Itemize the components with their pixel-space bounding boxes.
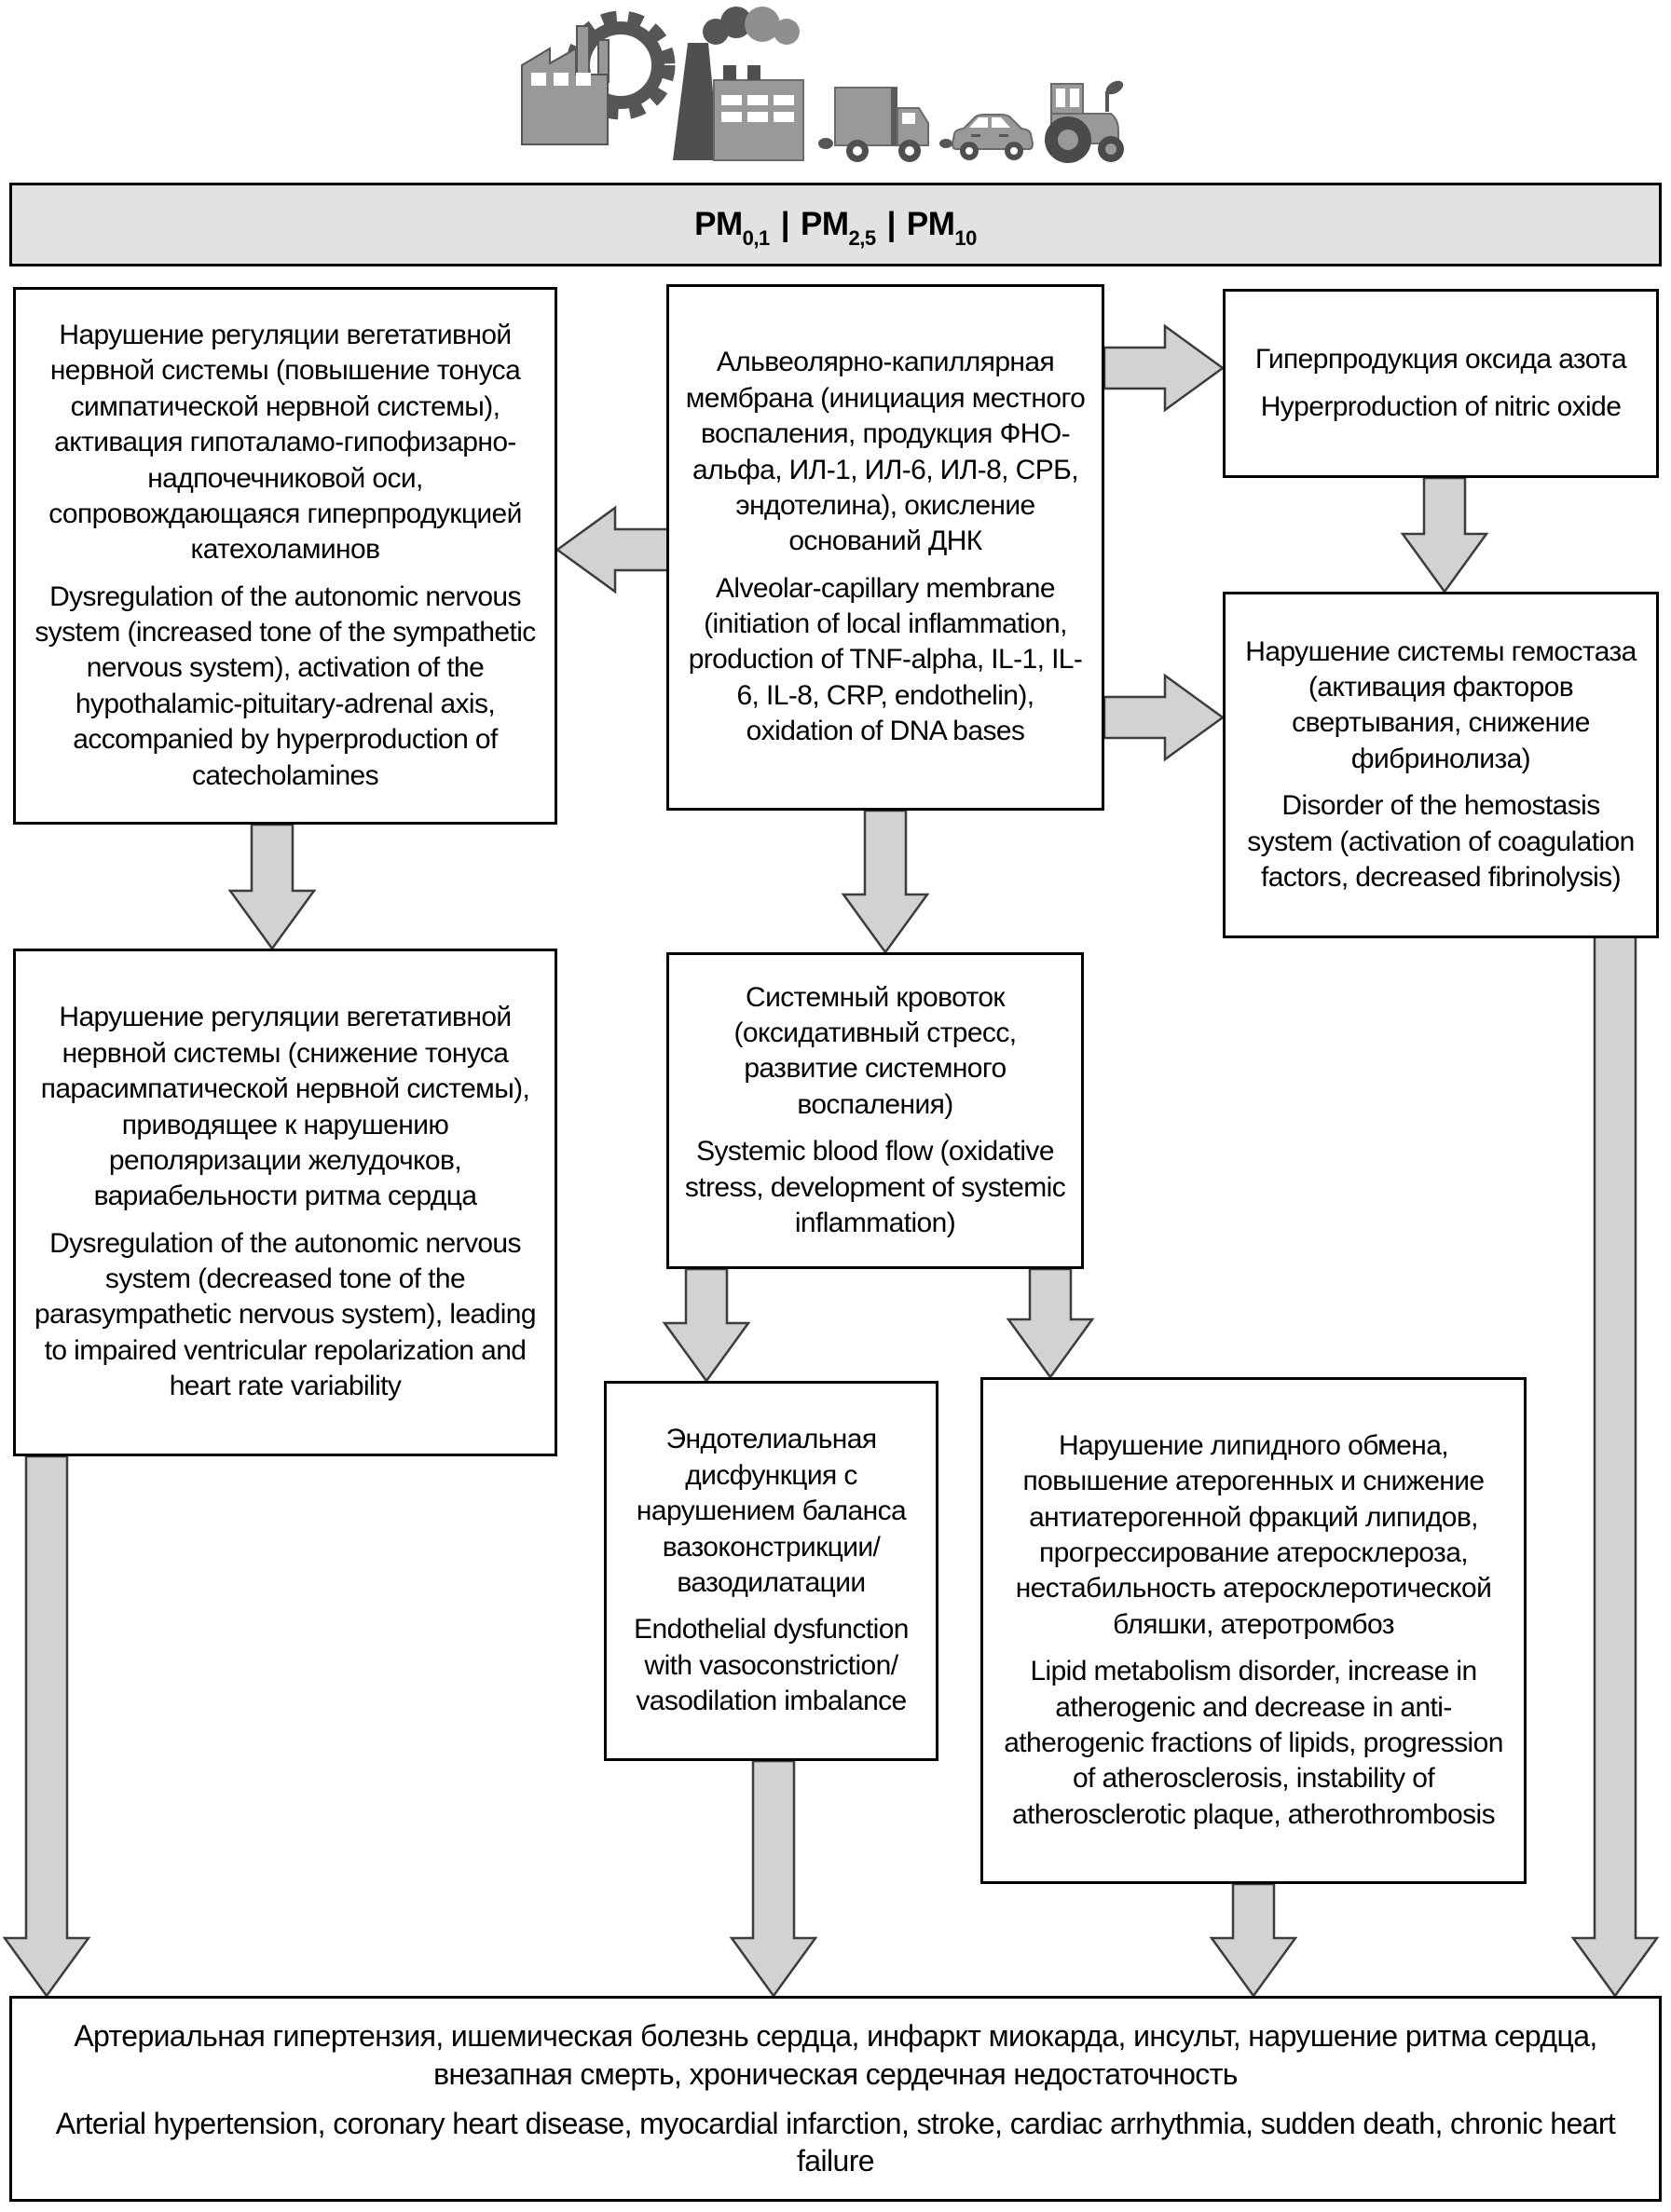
box-nitric-ru: Гиперпродукция оксида азота: [1254, 344, 1627, 375]
box-autonomic-up-en: Dysregulation of the autonomic nervous s…: [34, 580, 536, 791]
box-systemic-ru: Системный кровоток (оксидативный стресс,…: [733, 981, 1018, 1120]
truck-icon: [818, 87, 929, 162]
arrow-alveolar-to-systemic: [841, 809, 930, 955]
box-alveolar-capillary-membrane: Альвеолярно-капиллярная мембрана (инициа…: [666, 284, 1104, 811]
arrow-lipid-to-outcomes: [1209, 1882, 1298, 1999]
box-outcomes-ru: Артериальная гипертензия, ишемическая бо…: [74, 2018, 1597, 2091]
box-systemic-blood-flow: Системный кровоток (оксидативный стресс,…: [666, 952, 1084, 1269]
box-autonomic-dysregulation-up: Нарушение регуляции вегетативной нервной…: [13, 287, 557, 825]
box-autonomic-up-ru: Нарушение регуляции вегетативной нервной…: [48, 319, 522, 566]
arrow-endothelial-to-outcomes: [729, 1759, 818, 1999]
pm-base: PM: [906, 206, 955, 242]
car-icon: [939, 114, 1034, 160]
box-endothelial-dysfunction: Эндотелиальная дисфункция с нарушением б…: [604, 1381, 938, 1761]
factory-gear-icon: [521, 10, 676, 145]
pm-base: PM: [694, 206, 743, 242]
tractor-icon: [1045, 80, 1124, 163]
arrow-hemostasis-to-outcomes: [1570, 935, 1660, 1999]
pm-sub: 10: [954, 226, 977, 250]
box-cardiovascular-outcomes: Артериальная гипертензия, ишемическая бо…: [9, 1996, 1662, 2202]
arrow-alveolar-to-hemostasis: [1103, 673, 1226, 762]
box-lipid-ru: Нарушение липидного обмена, повышение ат…: [1015, 1429, 1492, 1640]
arrow-autonomic-up-to-down: [227, 823, 317, 951]
arrow-systemic-to-lipid: [1006, 1267, 1095, 1380]
arrow-alveolar-to-autonomic: [555, 505, 671, 594]
pm-base: PM: [801, 206, 849, 242]
box-hemostasis-disorder: Нарушение системы гемостаза (активация ф…: [1223, 592, 1659, 938]
box-hemostasis-ru: Нарушение системы гемостаза (активация ф…: [1245, 635, 1637, 774]
box-autonomic-down-ru: Нарушение регуляции вегетативной нервной…: [40, 1002, 530, 1212]
pm-sub: 2,5: [848, 226, 877, 250]
arrow-systemic-to-endothelial: [662, 1267, 751, 1384]
box-hemostasis-en: Disorder of the hemostasis system (activ…: [1247, 790, 1635, 893]
pm-separator: |: [886, 206, 897, 242]
box-endothelial-ru: Эндотелиальная дисфункция с нарушением б…: [636, 1424, 907, 1598]
smokestack-factory-icon: [673, 7, 804, 161]
box-systemic-en: Systemic blood flow (oxidative stress, d…: [684, 1136, 1066, 1238]
pm-separator: |: [780, 206, 790, 242]
box-alveolar-en: Alveolar-capillary membrane (initiation …: [688, 572, 1083, 747]
box-endothelial-en: Endothelial dysfunction with vasoconstri…: [634, 1614, 909, 1717]
box-alveolar-ru: Альвеолярно-капиллярная мембрана (инициа…: [685, 347, 1086, 557]
arrow-nitric-oxide-to-hemostasis: [1400, 476, 1489, 594]
box-lipid-en: Lipid metabolism disorder, increase in a…: [1004, 1656, 1503, 1830]
box-outcomes-en: Arterial hypertension, coronary heart di…: [55, 2106, 1616, 2178]
pm-sub: 0,1: [742, 226, 771, 250]
arrow-autonomic-to-outcomes: [2, 1454, 91, 1999]
box-nitric-en: Hyperproduction of nitric oxide: [1260, 390, 1622, 422]
box-autonomic-dysregulation-down: Нарушение регуляции вегетативной нервной…: [13, 949, 557, 1456]
arrow-alveolar-to-nitric-oxide: [1103, 323, 1226, 413]
box-autonomic-down-en: Dysregulation of the autonomic nervous s…: [34, 1227, 537, 1402]
box-nitric-oxide-hyperproduction: Гиперпродукция оксида азота Hyperproduct…: [1223, 289, 1659, 478]
box-lipid-metabolism-disorder: Нарушение липидного обмена, повышение ат…: [980, 1377, 1527, 1884]
